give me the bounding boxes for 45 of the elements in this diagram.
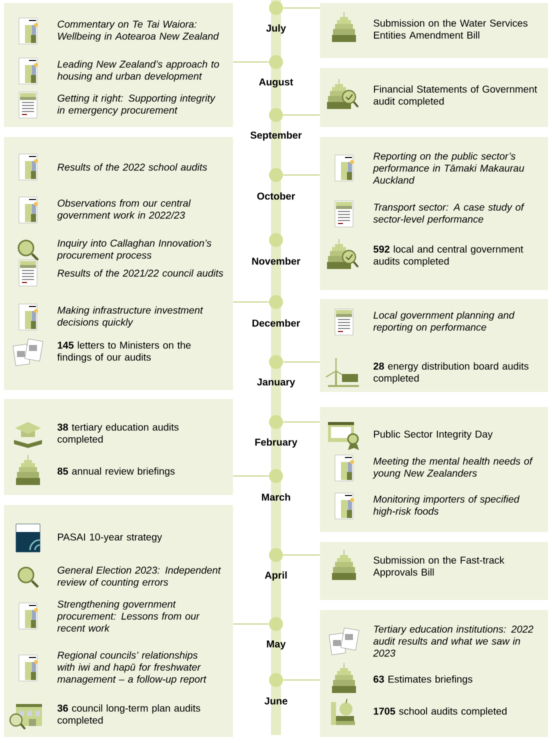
item-text: Public Sector Integrity Day <box>374 430 493 440</box>
item-text: 592 local and central government audits completed <box>374 245 524 267</box>
item-text: 38 tertiary education audits completed <box>57 423 179 445</box>
item-text: 85 annual review briefings <box>58 467 175 477</box>
report-title: Tertiary education institutions: 2022 audit results and what we saw in 2023 <box>373 625 534 657</box>
month-label: December <box>252 319 300 327</box>
month-label: September <box>250 131 302 141</box>
item-text: 36 council long-term plan audits completed <box>57 704 200 726</box>
month-label: June <box>264 698 288 704</box>
month-label: April <box>264 571 287 581</box>
connector-line <box>282 174 320 176</box>
report-title: Commentary on Te Tai Waiora: Wellbeing in Aotearoa New Zealand <box>58 20 220 42</box>
connector-line <box>282 114 320 116</box>
item-text: Submission on the Water Services Entities Amendment Bill <box>374 19 528 39</box>
report-title: Observations from our central government work in 2022/23 <box>57 199 191 221</box>
report-title: Results of the 2022 school audits <box>58 163 208 171</box>
month-label: March <box>262 493 290 501</box>
report-title: Results of the 2021/22 council audits <box>58 269 224 277</box>
report-title: Strengthening government procurement: Lessons from our recent work <box>56 600 200 632</box>
item-text: Financial Statements of Government audit completed <box>374 85 538 107</box>
item-text: 63 Estimates briefings <box>374 675 472 685</box>
item-text: 145 letters to Ministers on the findings of our audits <box>57 341 191 363</box>
month-label: January <box>256 378 296 388</box>
month-label: August <box>259 78 294 88</box>
month-label: November <box>252 257 300 265</box>
report-title: Reporting on the public sector’s performance in Tāmaki Makaurau Auckland <box>372 152 524 184</box>
report-title: Transport sector: A case study of sector-level performance <box>373 203 524 225</box>
item-text: PASAI 10-year strategy <box>58 533 162 543</box>
report-title: Inquiry into Callaghan Innovation’s procurement process <box>56 239 212 261</box>
report-title: Getting it right: Supporting integrity in emergency procurement <box>57 94 216 116</box>
report-title: Regional councils’ relationships with iwi and hapū for freshwater management – a follow-up report <box>57 651 206 685</box>
item-text: 1705 school audits completed <box>374 707 507 717</box>
report-title: Monitoring importers of specified high-risk foods <box>373 495 520 517</box>
report-title: General Election 2023: Independent review of counting errors <box>57 566 221 588</box>
report-title: Meeting the mental health needs of young New Zealanders <box>372 457 534 479</box>
item-text: 28 energy distribution board audits completed <box>374 362 528 384</box>
month-label: February <box>255 438 298 448</box>
month-label: July <box>266 24 286 34</box>
item-text: Submission on the Fast-track Approvals Bill <box>373 556 504 578</box>
connector-line <box>282 554 320 556</box>
report-title: Leading New Zealand’s approach to housing and urban development <box>57 60 219 82</box>
report-title: Making infrastructure investment decisions quickly <box>58 306 204 328</box>
report-title: Local government planning and reporting on performance <box>373 311 515 333</box>
month-label: May <box>266 640 286 650</box>
month-label: October <box>257 192 296 200</box>
